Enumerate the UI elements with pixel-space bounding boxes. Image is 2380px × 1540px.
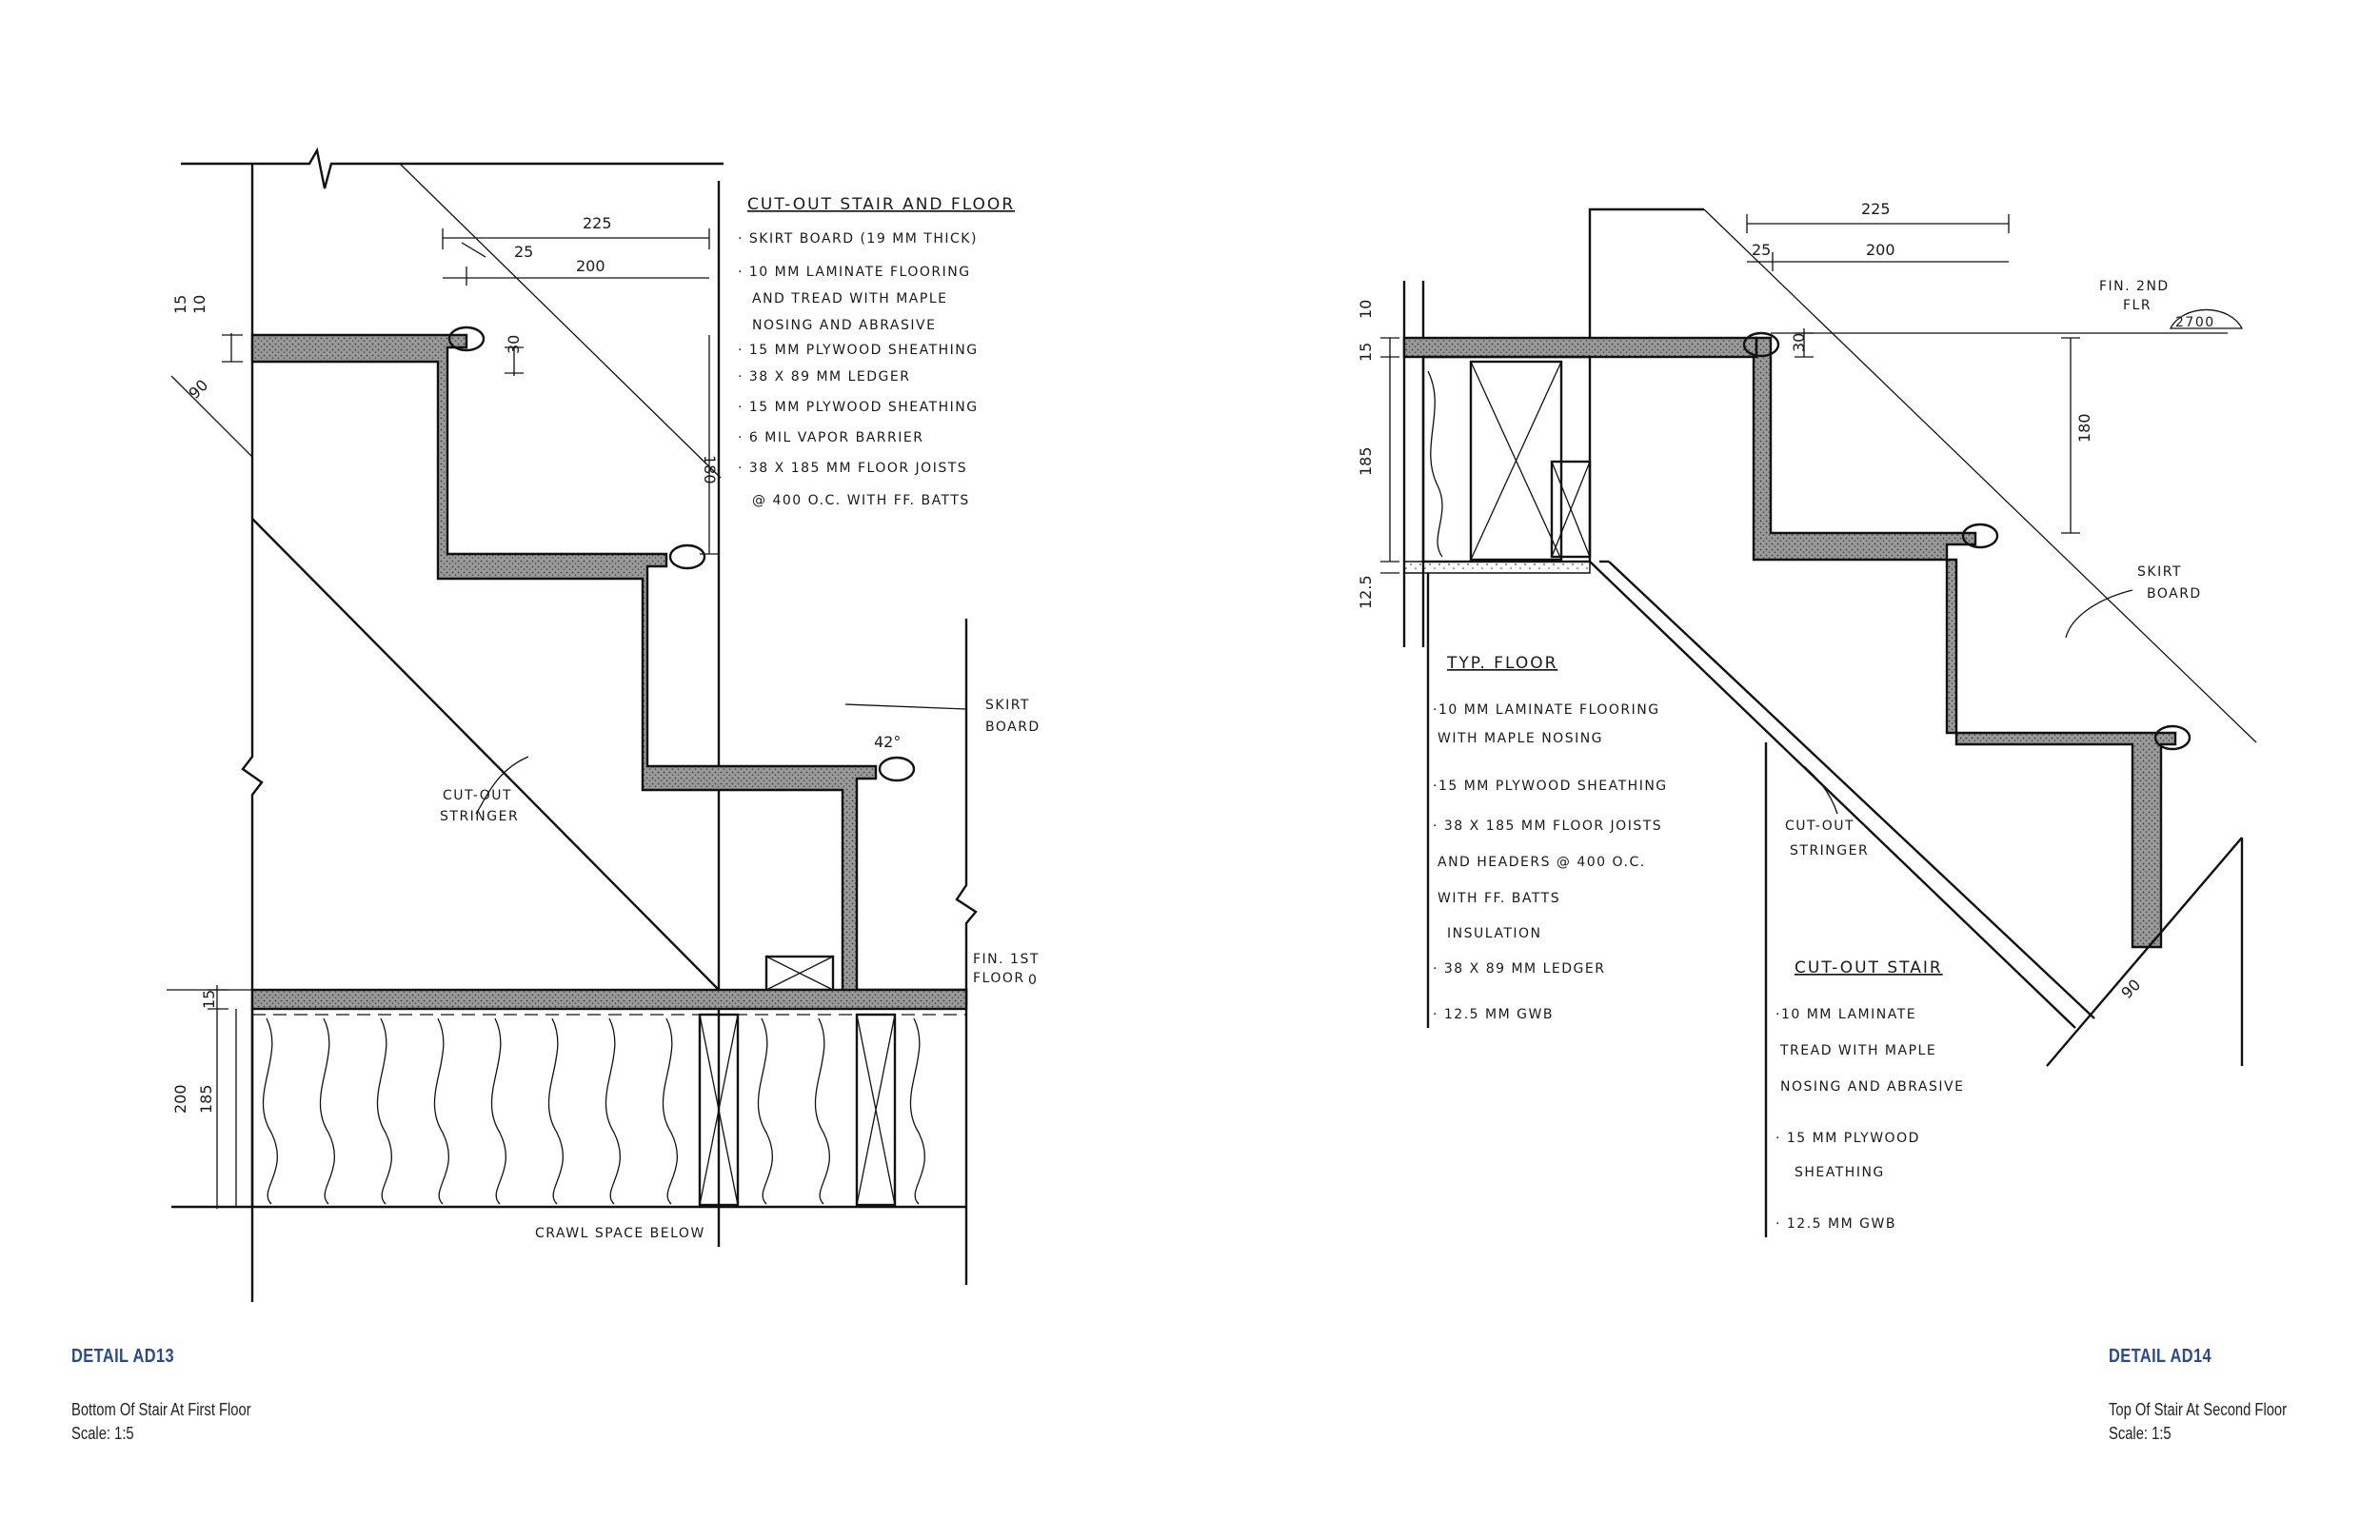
floor-notes-heading: TYP. FLOOR — [1446, 654, 1557, 673]
stair-note-6: · 12.5 MM GWB — [1775, 1216, 1896, 1232]
note-5: · 15 MM PLYWOOD SHEATHING — [738, 343, 979, 358]
note-10: @ 400 O.C. WITH FF. BATTS — [752, 493, 970, 508]
stair-note-4: · 15 MM PLYWOOD — [1775, 1131, 1920, 1146]
fin-floor-label-2-r: FLR — [2123, 298, 2152, 313]
detail-ad13-caption: DETAIL AD13 Bottom Of Stair At First Flo… — [71, 1346, 290, 1444]
skirt-label-2-r: BOARD — [2147, 586, 2202, 602]
skirt-label-2: BOARD — [985, 720, 1041, 735]
dim-30: 30 — [505, 335, 523, 354]
detail-ad14-drawing — [1380, 207, 2257, 1237]
floor-note-5: AND HEADERS @ 400 O.C. — [1438, 855, 1646, 870]
fin-floor-label-1: FIN. 1ST — [973, 952, 1040, 967]
fin-floor-label-2: FLOOR — [973, 971, 1025, 986]
notes-heading: CUT-OUT STAIR AND FLOOR — [747, 195, 1015, 214]
note-2: · 10 MM LAMINATE FLOORING — [738, 265, 971, 280]
note-9: · 38 X 185 MM FLOOR JOISTS — [738, 461, 967, 476]
detail-ad13-description: Bottom Of Stair At First Floor — [71, 1400, 251, 1419]
stringer-label-1-r: CUT-OUT — [1785, 819, 1854, 834]
floor-note-7: INSULATION — [1447, 926, 1542, 941]
crawl-space-label: CRAWL SPACE BELOW — [535, 1226, 705, 1241]
dim-12-r: 12.5 — [1357, 575, 1375, 609]
detail-ad14-scale: Scale: 1:5 — [2109, 1424, 2172, 1443]
detail-ad13-title: DETAIL AD13 — [71, 1346, 175, 1367]
dim-10-r: 10 — [1357, 300, 1375, 319]
detail-ad14-description: Top Of Stair At Second Floor — [2109, 1400, 2288, 1419]
detail-ad14-stair-notes: CUT-OUT STAIR ·10 MM LAMINATE TREAD WITH… — [1775, 958, 1964, 1232]
floor-note-6: WITH FF. BATTS — [1438, 891, 1560, 906]
dim-180: 180 — [701, 455, 719, 484]
fin-floor-level-r: 2700 — [2175, 315, 2215, 330]
detail-ad13-drawing — [167, 147, 978, 1302]
dim-185-r: 185 — [1357, 446, 1375, 476]
floor-note-1: ·10 MM LAMINATE FLOORING — [1433, 702, 1660, 718]
dim-200-r: 200 — [1866, 241, 1895, 259]
detail-ad14-dimensions: 225 25 200 30 180 10 15 185 12.5 90 — [1357, 200, 2144, 1002]
detail-ad14-floor-notes: TYP. FLOOR ·10 MM LAMINATE FLOORING WITH… — [1433, 654, 1668, 1022]
note-4: NOSING AND ABRASIVE — [752, 318, 936, 333]
floor-note-4: · 38 X 185 MM FLOOR JOISTS — [1433, 819, 1662, 834]
dim-25: 25 — [514, 243, 533, 261]
note-3: AND TREAD WITH MAPLE — [752, 291, 947, 306]
dim-10: 10 — [190, 295, 208, 314]
dim-185: 185 — [197, 1084, 215, 1114]
dim-200: 200 — [576, 257, 605, 275]
detail-ad13-labels: CUT-OUT STRINGER SKIRT BOARD FIN. 1ST FL… — [440, 698, 1041, 1241]
floor-note-9: · 12.5 MM GWB — [1433, 1007, 1554, 1022]
stringer-label-2: STRINGER — [440, 809, 519, 824]
dim-30-r: 30 — [1790, 333, 1808, 352]
floor-note-2: WITH MAPLE NOSING — [1438, 731, 1603, 746]
dim-225: 225 — [583, 214, 612, 232]
stringer-label-1: CUT-OUT — [443, 788, 512, 803]
fin-floor-level: 0 — [1028, 973, 1038, 988]
skirt-label-1: SKIRT — [985, 698, 1030, 713]
detail-ad14-caption: DETAIL AD14 Top Of Stair At Second Floor… — [2109, 1346, 2326, 1444]
dim-15: 15 — [171, 295, 189, 314]
detail-ad14-title: DETAIL AD14 — [2109, 1346, 2212, 1367]
dim-180-r: 180 — [2075, 413, 2093, 443]
note-6: · 38 X 89 MM LEDGER — [738, 369, 910, 385]
note-8: · 6 MIL VAPOR BARRIER — [738, 430, 923, 445]
dim-225-r: 225 — [1861, 200, 1891, 218]
floor-note-3: ·15 MM PLYWOOD SHEATHING — [1433, 779, 1668, 794]
dim-15b: 15 — [200, 990, 218, 1009]
floor-note-8: · 38 X 89 MM LEDGER — [1433, 961, 1605, 977]
angle-label: 42° — [874, 733, 901, 751]
stair-note-3: NOSING AND ABRASIVE — [1780, 1079, 1964, 1095]
fin-floor-label-1-r: FIN. 2ND — [2099, 279, 2170, 294]
detail-ad13-notes: CUT-OUT STAIR AND FLOOR · SKIRT BOARD (1… — [738, 195, 1015, 508]
stair-note-1: ·10 MM LAMINATE — [1775, 1007, 1916, 1022]
stringer-label-2-r: STRINGER — [1790, 843, 1869, 859]
detail-ad13-dimensions: 225 25 200 15 10 90 30 180 15 200 185 42… — [171, 214, 901, 1114]
stair-notes-heading: CUT-OUT STAIR — [1795, 958, 1943, 977]
skirt-label-1-r: SKIRT — [2137, 564, 2182, 580]
detail-ad13-scale: Scale: 1:5 — [71, 1424, 134, 1443]
stair-note-5: SHEATHING — [1795, 1165, 1885, 1180]
note-1: · SKIRT BOARD (19 MM THICK) — [738, 231, 978, 247]
detail-ad14-labels: FIN. 2ND FLR 2700 SKIRT BOARD CUT-OUT ST… — [1785, 279, 2244, 859]
stair-note-2: TREAD WITH MAPLE — [1779, 1043, 1936, 1058]
dim-25-r: 25 — [1752, 241, 1771, 259]
dim-90: 90 — [185, 376, 211, 403]
note-7: · 15 MM PLYWOOD SHEATHING — [738, 400, 979, 415]
dim-200b: 200 — [171, 1084, 189, 1114]
dim-15-r: 15 — [1357, 343, 1375, 362]
